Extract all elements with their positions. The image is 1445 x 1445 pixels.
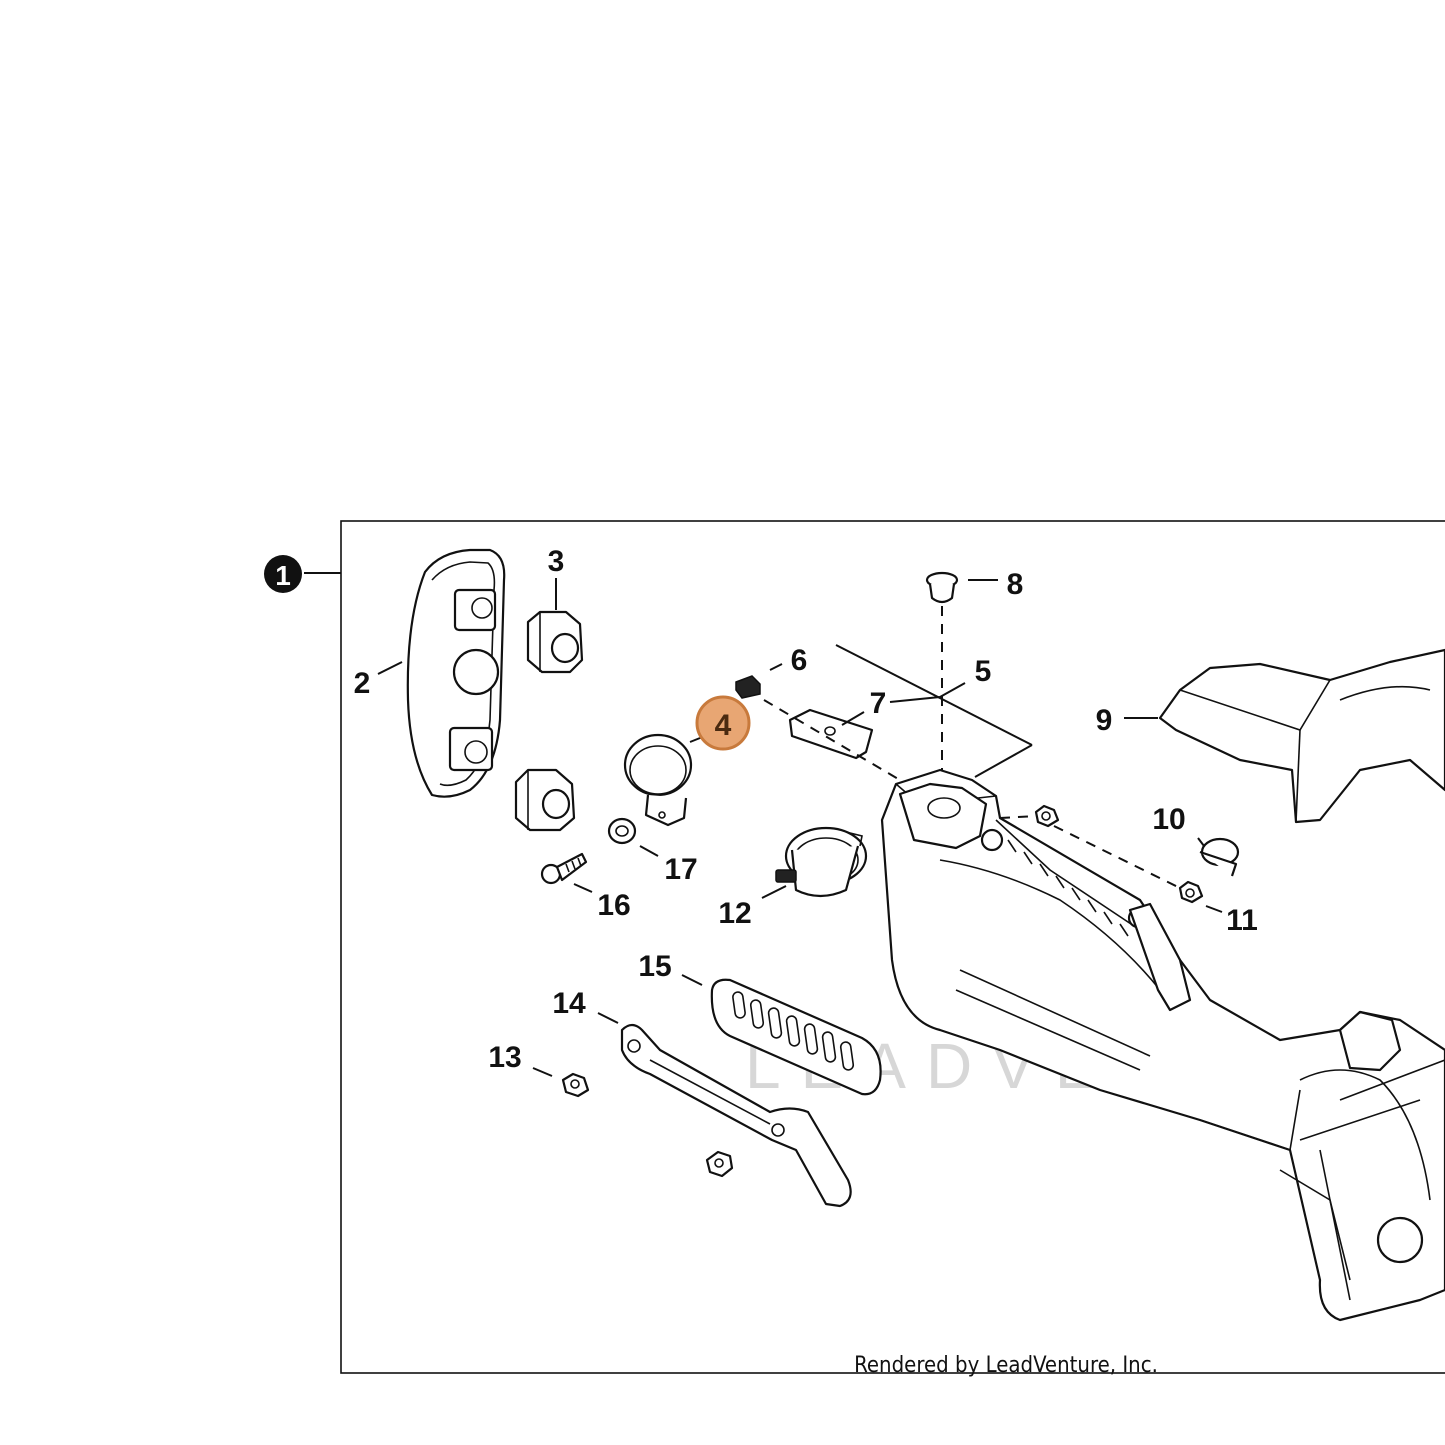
part-10-clip [1199,837,1240,877]
part-13-nut-lower [705,1150,734,1178]
part-13-nut [561,1072,590,1098]
part-8-grommet [925,571,959,604]
part-14-handle [620,1023,852,1208]
callout-10[interactable]: 10 [1152,803,1185,836]
part-2-end-plate [406,548,506,798]
callout-9[interactable]: 9 [1096,704,1113,737]
part-3-octagonal-nut-lower [514,768,576,832]
callout-5[interactable]: 5 [975,655,992,688]
callout-14[interactable]: 14 [552,987,586,1020]
callout-11[interactable]: 11 [1226,904,1258,937]
callout-6[interactable]: 6 [791,644,808,677]
highlight-circle [695,695,751,751]
svg-text:4: 4 [715,709,732,742]
part-9-cover [1158,648,1445,824]
part-11-nut [1178,880,1204,904]
part-12-bracket [775,826,868,898]
callout-15[interactable]: 15 [638,950,671,983]
leader-lines [304,572,1223,1077]
callout-16[interactable]: 16 [597,889,630,922]
diagram-frame [340,520,1445,1374]
callout-part-4-highlighted[interactable]: 4 [695,695,751,751]
callout-8[interactable]: 8 [1007,568,1024,601]
callout-2[interactable]: 2 [354,667,371,700]
part-11-nut-upper [1034,804,1060,828]
callout-12[interactable]: 12 [718,897,751,930]
part-7-plate [788,708,874,760]
part-5-housing [880,768,1445,1322]
callout-7[interactable]: 7 [870,687,887,720]
part-15-slotted-plate [710,978,882,1096]
callout-13[interactable]: 13 [488,1041,521,1074]
credit-text: Rendered by LeadVenture, Inc. [854,1353,1158,1378]
part-16-screw [540,852,588,885]
svg-text:1: 1 [275,560,291,591]
part-17-washer [607,817,637,845]
callout-17[interactable]: 17 [664,853,697,886]
part-6-key [735,675,761,699]
part-3-octagonal-nut [526,610,584,674]
callout-assembly[interactable]: 1 [264,555,302,593]
callout-3[interactable]: 3 [548,545,565,578]
part-4-clamp [623,733,693,827]
